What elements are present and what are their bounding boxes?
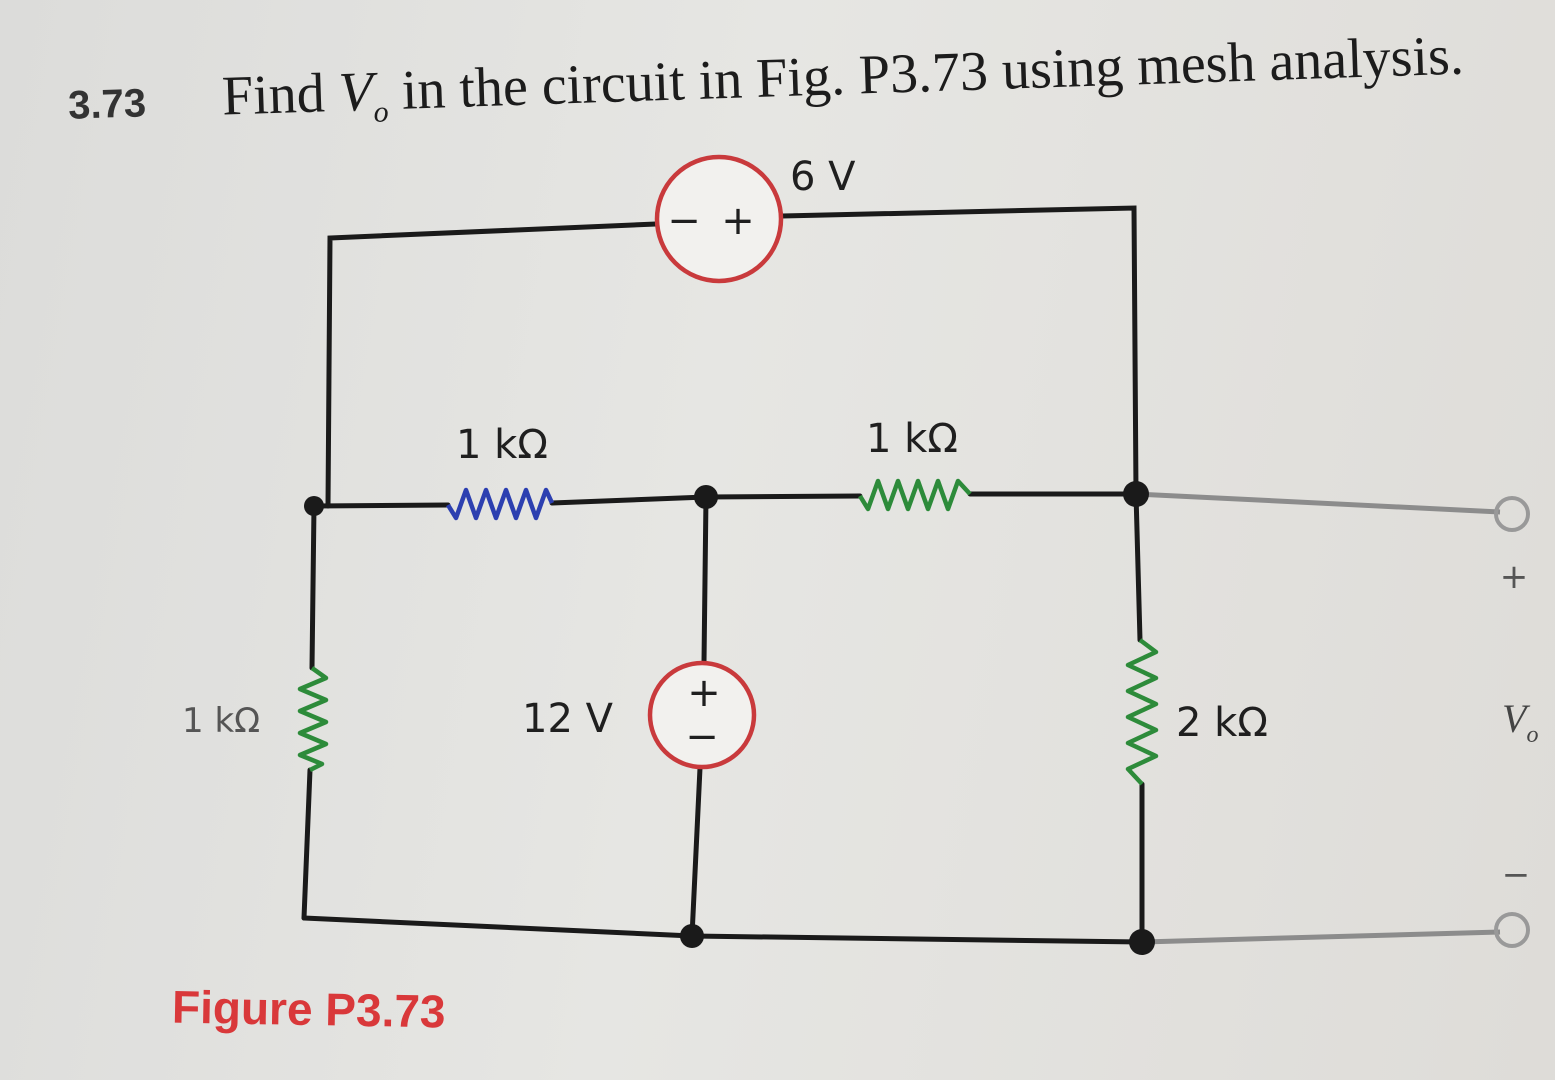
resistor-left-label: 1 kΩ [182, 701, 260, 741]
resistor-mid-right-label: 1 kΩ [866, 416, 958, 462]
wire-bottom [301, 915, 1145, 945]
wire-mid-left-a [311, 502, 451, 509]
output-minus-sign: − [1502, 855, 1531, 895]
resistor-mid-right [858, 478, 972, 512]
node-mid-left [304, 496, 324, 516]
source-middle-label: 12 V [522, 696, 614, 742]
voltage-source-middle [647, 660, 757, 770]
wire-left-lower [301, 767, 313, 921]
output-lead-bottom [1141, 929, 1501, 945]
wire-center-lower [689, 765, 703, 939]
resistor-mid-left-label: 1 kΩ [456, 422, 548, 468]
resistor-left [297, 666, 329, 773]
wire-mid-left-b [549, 494, 709, 506]
resistor-right [1125, 638, 1159, 786]
node-bottom-center [680, 924, 704, 948]
resistor-mid-left [446, 487, 555, 521]
wire-right-upper [1133, 491, 1143, 643]
source-middle-minus: − [685, 714, 719, 760]
output-plus-sign: + [1500, 557, 1529, 597]
wire-center-upper [701, 494, 709, 665]
voltage-source-top [654, 154, 784, 284]
wire-left-upper [309, 503, 317, 671]
source-top-plus: + [721, 198, 755, 244]
node-bottom-right [1129, 929, 1155, 955]
output-terminal-bottom [1494, 912, 1530, 948]
node-mid-right [1123, 481, 1149, 507]
source-top-label: 6 V [790, 154, 856, 200]
wire-top-right [779, 205, 1139, 497]
circuit-wires [301, 205, 1501, 945]
output-lead-top [1135, 491, 1501, 515]
output-vo-label: Vo [1502, 696, 1538, 748]
resistor-right-label: 2 kΩ [1176, 700, 1268, 746]
node-mid-center [694, 485, 718, 509]
source-middle-plus: + [687, 670, 721, 716]
wire-mid-right-a [703, 493, 863, 500]
figure-caption: Figure P3.73 [171, 980, 446, 1038]
source-top-minus: − [667, 198, 701, 244]
wire-top [325, 221, 659, 509]
output-terminal-top [1494, 496, 1530, 532]
